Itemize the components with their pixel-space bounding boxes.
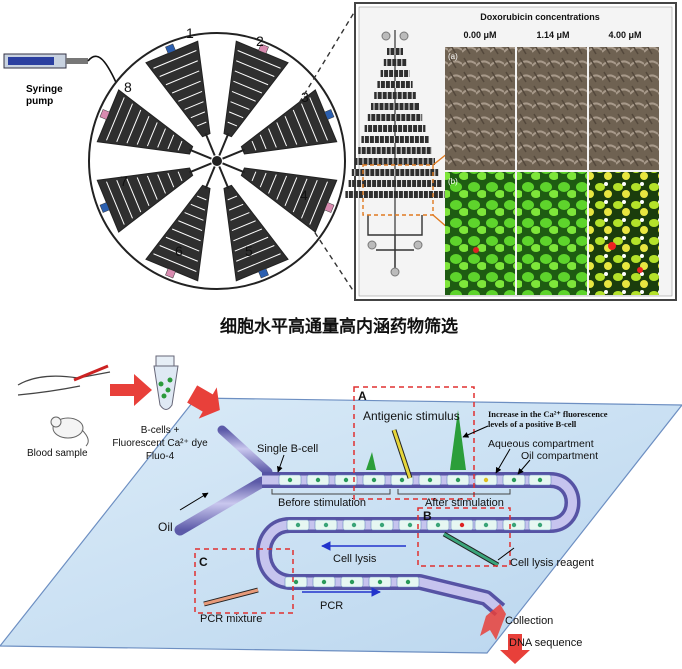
droplet-train xyxy=(278,474,552,588)
chip-number: 1 xyxy=(186,25,194,41)
cell-lysis-reagent-label: Cell lysis reagent xyxy=(510,557,594,569)
droplet xyxy=(368,576,392,588)
droplet xyxy=(362,474,386,486)
chip-number: 8 xyxy=(124,79,132,95)
droplet xyxy=(286,519,310,531)
micrograph-b1 xyxy=(445,172,515,295)
droplet xyxy=(426,519,450,531)
droplet xyxy=(312,576,336,588)
micrograph-a2 xyxy=(517,47,587,170)
droplet xyxy=(474,474,498,486)
droplet xyxy=(450,519,474,531)
droplet xyxy=(396,576,420,588)
caption: 细胞水平高通量高内涵药物筛选 xyxy=(220,316,458,337)
drug-screen-panel xyxy=(345,2,677,301)
cell-lysis-label: Cell lysis xyxy=(333,553,377,565)
chip-spoke xyxy=(96,162,212,233)
dna-arrow xyxy=(500,634,530,664)
micrograph-a1 xyxy=(445,47,515,170)
eppendorf-tube xyxy=(153,355,179,410)
micrograph-b2 xyxy=(517,172,587,295)
chip-spoke xyxy=(222,89,338,160)
oil-compartment-label: Oil compartment xyxy=(521,450,598,462)
droplet xyxy=(474,519,498,531)
after-stimulation-label: After stimulation xyxy=(425,497,504,509)
pcr-label: PCR xyxy=(320,600,343,612)
arrow-to-tube xyxy=(110,374,152,406)
before-stimulation-label: Before stimulation xyxy=(278,497,366,509)
fluorescence-spike-small xyxy=(366,452,376,470)
droplet xyxy=(314,519,338,531)
after-bracket xyxy=(397,489,511,495)
zoom-box xyxy=(362,164,434,216)
doxorubicin-title: Doxorubicin concentrations xyxy=(480,12,600,22)
droplet xyxy=(370,519,394,531)
micrograph-b3 xyxy=(589,172,659,295)
droplet xyxy=(502,519,526,531)
droplet xyxy=(398,519,422,531)
concentration-3: 4.00 μM xyxy=(608,30,641,40)
droplet xyxy=(446,474,470,486)
row-label-b: (b) xyxy=(448,177,458,186)
zoom-line-top xyxy=(289,5,359,119)
bcells-line3: Fluo-4 xyxy=(146,451,175,462)
concentration-2: 1.14 μM xyxy=(536,30,569,40)
blood-sample-label: Blood sample xyxy=(27,448,88,459)
single-bcell-label: Single B-cell xyxy=(257,443,318,455)
droplet xyxy=(528,474,552,486)
droplet xyxy=(334,474,358,486)
pump-label-line2: pump xyxy=(26,96,53,107)
droplet xyxy=(340,576,364,588)
before-bracket xyxy=(271,489,391,495)
collection-arrow xyxy=(480,604,506,640)
chip-spoke xyxy=(218,40,289,156)
pump-label-line1: Syringe xyxy=(26,84,63,95)
pcr-mixture-label: PCR mixture xyxy=(200,613,262,625)
collection-label: Collection xyxy=(505,615,553,627)
chip-number: 4 xyxy=(300,187,308,203)
chip-spoke xyxy=(145,40,216,156)
bcells-line2: Fluorescent Ca²⁺ dye xyxy=(112,438,208,449)
box-b-label: B xyxy=(423,509,432,523)
droplet xyxy=(278,474,302,486)
bcells-line1: B-cells + xyxy=(141,425,180,436)
chip-number: 6 xyxy=(175,243,183,259)
concentration-1: 0.00 μM xyxy=(463,30,496,40)
chip-spoke xyxy=(145,166,216,282)
arrow-to-chip xyxy=(187,385,220,419)
box-b xyxy=(417,507,511,567)
droplet xyxy=(528,519,552,531)
droplet xyxy=(284,576,308,588)
chip-spoke xyxy=(96,89,212,160)
chip-number: 2 xyxy=(256,33,264,49)
box-a-label: A xyxy=(358,389,367,403)
chip-number: 3 xyxy=(301,89,309,105)
row-label-a: (a) xyxy=(448,52,458,61)
dna-sequence-label: DNA sequence xyxy=(509,637,582,649)
radial-chip xyxy=(88,32,346,290)
droplet xyxy=(418,474,442,486)
oil-label: Oil xyxy=(158,520,173,534)
box-a xyxy=(353,386,475,500)
chip-number: 5 xyxy=(245,243,253,259)
box-c xyxy=(194,548,294,614)
chip-number: 7 xyxy=(120,173,128,189)
droplet xyxy=(502,474,526,486)
box-c-label: C xyxy=(199,555,208,569)
aqueous-label: Aqueous compartment xyxy=(488,438,594,450)
droplet xyxy=(342,519,366,531)
droplet xyxy=(306,474,330,486)
blood-sample-drawing xyxy=(17,364,111,447)
antigenic-stimulus-label: Antigenic stimulus xyxy=(363,409,460,423)
chip-spoke xyxy=(222,162,338,233)
fluorescence-spike-large xyxy=(450,410,466,470)
increase-line2: levels of a positive B-cell xyxy=(488,419,577,429)
micrograph-a3 xyxy=(589,47,659,170)
increase-line1: Increase in the Ca²⁺ fluorescence xyxy=(488,409,608,419)
chip-spoke xyxy=(218,166,289,282)
